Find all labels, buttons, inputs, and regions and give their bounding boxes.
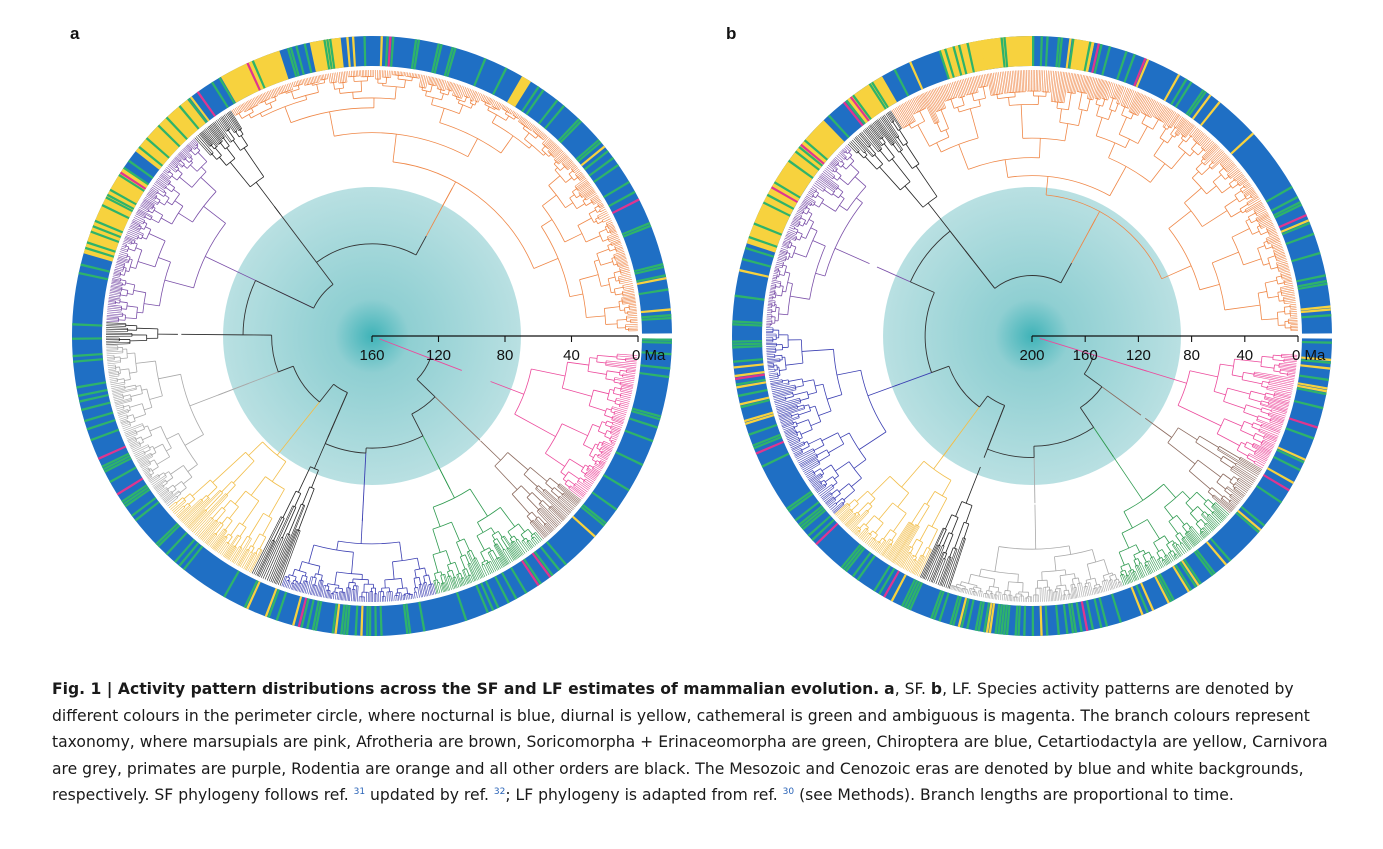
activity-pattern-ring: [72, 35, 672, 637]
phylogeny-tree-lf: 200 160 120 80 40 0 Ma: [732, 35, 1332, 637]
axis-tick-label: 80: [497, 347, 514, 364]
axis-tick-label: 160: [1073, 347, 1098, 364]
activity-pattern-ring: [732, 35, 1332, 637]
caption-title: Fig. 1 | Activity pattern distributions …: [52, 680, 880, 698]
caption-text-1: , LF. Species activity patterns are deno…: [52, 680, 1328, 804]
figure-panel-b: 200 160 120 80 40 0 Ma b: [700, 10, 1340, 650]
panel-label-b: b: [726, 24, 737, 43]
ref-30-link[interactable]: 30: [782, 786, 795, 797]
caption-text-4: (see Methods). Branch lengths are propor…: [794, 786, 1234, 804]
caption-label-a: a: [884, 680, 895, 698]
figure-caption: Fig. 1 | Activity pattern distributions …: [52, 676, 1342, 809]
axis-tick-label: 120: [1126, 347, 1151, 364]
branch-tree: [765, 69, 1298, 603]
axis-tick-label: 160: [359, 347, 384, 364]
ref-31-link[interactable]: 31: [353, 786, 366, 797]
panel-label-a: a: [70, 24, 80, 43]
axis-tick-label: 80: [1183, 347, 1200, 364]
axis-unit-label: 0 Ma: [632, 347, 666, 364]
figure-panel-a: 160 120 80 40 0 Ma a: [40, 10, 680, 650]
axis-tick-label: 200: [1019, 347, 1044, 364]
caption-label-b: b: [930, 680, 943, 698]
phylogeny-tree-sf: 160 120 80 40 0 Ma: [72, 35, 672, 637]
axis-unit-label: 0 Ma: [1292, 347, 1326, 364]
time-axis: 200 160 120 80 40 0 Ma: [1019, 335, 1326, 364]
caption-text-2: updated by ref.: [365, 786, 494, 804]
axis-tick-label: 40: [1236, 347, 1253, 364]
branch-tree: [105, 69, 638, 602]
axis-tick-label: 120: [426, 347, 451, 364]
caption-text-a: , SF.: [894, 680, 931, 698]
ref-32-link[interactable]: 32: [493, 786, 506, 797]
caption-text-3: ; LF phylogeny is adapted from ref.: [505, 786, 783, 804]
axis-tick-label: 40: [563, 347, 580, 364]
time-axis: 160 120 80 40 0 Ma: [359, 335, 666, 364]
